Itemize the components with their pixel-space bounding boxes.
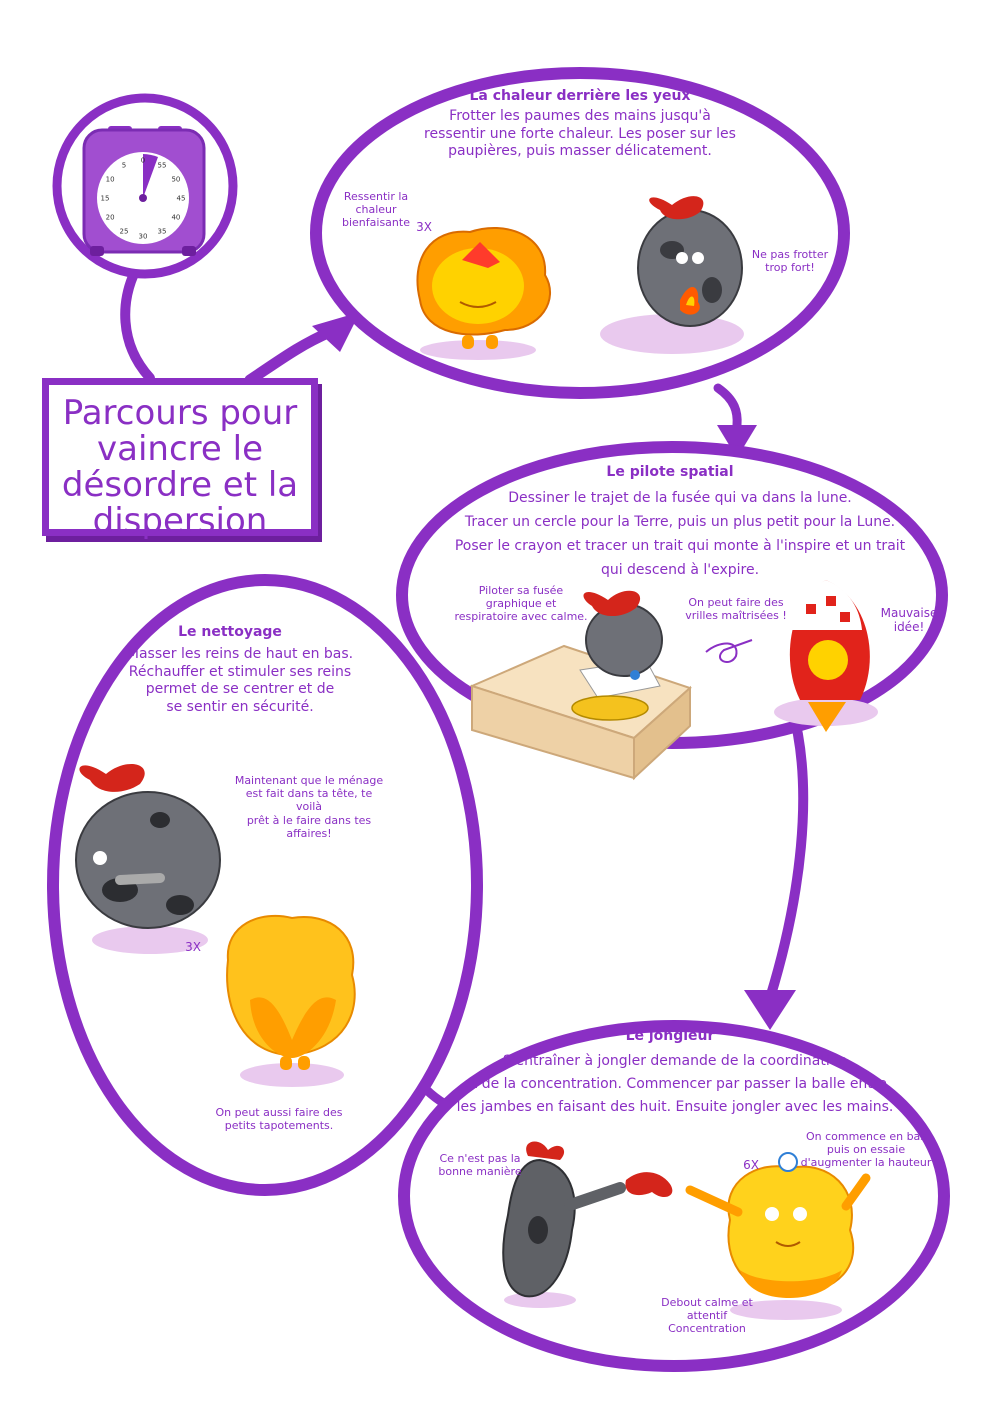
section-title-chaleur: La chaleur derrière les yeux	[469, 88, 691, 104]
note-line: bienfaisante	[342, 216, 410, 230]
stone-character-rubbing-back	[75, 763, 221, 954]
desk-drawing-scene	[469, 590, 692, 781]
note-jongleur-bottom: Debout calme et attentif Concentration	[652, 1296, 762, 1336]
note-line: chaleur	[355, 203, 397, 217]
note-line: On commence en bas	[805, 1130, 927, 1143]
spiral-doodle	[705, 639, 753, 664]
section-text-nettoyage: Masser les reins de haut en bas. Réchauf…	[110, 646, 370, 716]
note-line: On peut aussi faire des	[215, 1106, 343, 1119]
note-line: petits tapotements.	[224, 1119, 334, 1133]
note-line: trop fort!	[765, 261, 815, 275]
note-line: Ce n'est pas la	[439, 1152, 521, 1165]
note-line: respiratoire avec calme.	[454, 610, 588, 624]
note-line: puis on essaie	[826, 1143, 906, 1157]
timer-number: 40	[171, 214, 180, 222]
timer-number: 30	[139, 233, 148, 241]
text-line: S'entraîner à jongler demande de la coor…	[502, 1053, 848, 1069]
note-nettoyage-top: Maintenant que le ménage est fait dans t…	[234, 774, 384, 840]
text-line: Frotter les paumes des mains jusqu'à	[449, 108, 711, 124]
text-line: et de la concentration. Commencer par pa…	[463, 1076, 887, 1092]
sun-character-juggling	[685, 1152, 871, 1320]
note-chaleur-right: Ne pas frotter trop fort!	[742, 248, 838, 274]
note-line: d'augmenter la hauteur	[800, 1156, 932, 1170]
section-text-pilote: Dessiner le trajet de la fusée qui va da…	[440, 486, 920, 582]
note-line: idée!	[893, 620, 925, 635]
section-frame-nettoyage	[47, 574, 483, 1196]
note-line: Concentration	[668, 1322, 746, 1336]
timer-number: 25	[120, 227, 129, 235]
timer-dial-numbers: 0 5 10 15 20 25 30 35 40 45 50 55	[101, 157, 186, 241]
timer-number: 50	[171, 176, 180, 184]
note-line: prêt à le faire dans tes	[246, 813, 372, 827]
text-line: ressentir une forte chaleur. Les poser s…	[424, 125, 736, 142]
text-line: Masser les reins de haut en bas.	[126, 646, 354, 662]
sun-character-back-view	[226, 914, 356, 1087]
main-title-box: Parcours pour vaincre le désordre et la …	[42, 378, 318, 541]
note-line: graphique et	[485, 597, 557, 611]
timer-number: 20	[106, 214, 115, 222]
note-line: attentif	[686, 1309, 728, 1323]
count-nettoyage: 3X	[185, 940, 201, 954]
note-line: vrilles maîtrisées !	[685, 609, 787, 623]
text-line: qui descend à l'expire.	[600, 562, 760, 578]
timer-number: 45	[177, 195, 186, 203]
timer-badge: 0 5 10 15 20 25 30 35 40 45 50 55	[52, 93, 238, 279]
count-chaleur: 3X	[416, 220, 432, 234]
timer-number: 15	[101, 195, 110, 203]
timer-number: 0	[141, 157, 145, 165]
note-pilote-mid: On peut faire des vrilles maîtrisées !	[676, 596, 796, 622]
section-text-chaleur: Frotter les paumes des mains jusqu'à res…	[420, 108, 740, 161]
stone-character-throwing	[502, 1141, 626, 1308]
text-line: les jambes en faisant des huit. Ensuite …	[456, 1099, 894, 1115]
note-line: bonne manière	[438, 1165, 522, 1179]
note-pilote-right: Mauvaise idée!	[876, 606, 942, 635]
note-line: Piloter sa fusée	[478, 584, 564, 597]
section-title-nettoyage: Le nettoyage	[178, 624, 282, 640]
section-title-jongleur: Le jongleur	[625, 1028, 715, 1044]
note-line: Ressentir la	[343, 190, 409, 203]
note-nettoyage-bottom: On peut aussi faire des petits tapotemen…	[204, 1106, 354, 1132]
text-line: permet de se centrer et de	[145, 681, 335, 697]
text-line: paupières, puis masser délicatement.	[448, 143, 712, 159]
count-jongleur: 6X	[743, 1158, 759, 1172]
note-chaleur-left: Ressentir la chaleur bienfaisante	[336, 190, 416, 230]
section-title-pilote: Le pilote spatial	[606, 464, 734, 480]
text-line: Poser le crayon et tracer un trait qui m…	[454, 538, 906, 554]
text-line: Tracer un cercle pour la Terre, puis un …	[464, 514, 896, 530]
note-line: On peut faire des	[688, 596, 784, 609]
note-pilote-left: Piloter sa fusée graphique et respiratoi…	[446, 584, 596, 624]
timer-number: 35	[158, 227, 167, 235]
note-jongleur-left: Ce n'est pas la bonne manière	[428, 1152, 532, 1178]
note-line: Mauvaise	[880, 606, 938, 620]
main-title: Parcours pour vaincre le désordre et la …	[61, 393, 299, 541]
note-jongleur-right: On commence en bas puis on essaie d'augm…	[796, 1130, 936, 1170]
note-line: est fait dans ta tête, te voilà	[245, 787, 373, 814]
rocket-character	[774, 580, 878, 732]
flying-red-ball	[625, 1172, 673, 1198]
timer-number: 10	[106, 176, 115, 184]
section-text-jongleur: S'entraîner à jongler demande de la coor…	[455, 1050, 895, 1119]
text-line: se sentir en sécurité.	[166, 698, 314, 715]
timer-number: 5	[122, 162, 126, 170]
note-line: affaires!	[286, 826, 332, 840]
note-line: Maintenant que le ménage	[234, 774, 384, 787]
text-line: Réchauffer et stimuler ses reins	[128, 663, 352, 680]
note-line: Debout calme et	[661, 1296, 753, 1309]
text-line: Dessiner le trajet de la fusée qui va da…	[508, 490, 852, 506]
note-line: Ne pas frotter	[751, 248, 829, 261]
timer-number: 55	[158, 162, 167, 170]
stone-character-warming-hands	[600, 196, 744, 354]
sun-character-warming-eyes	[416, 227, 551, 360]
